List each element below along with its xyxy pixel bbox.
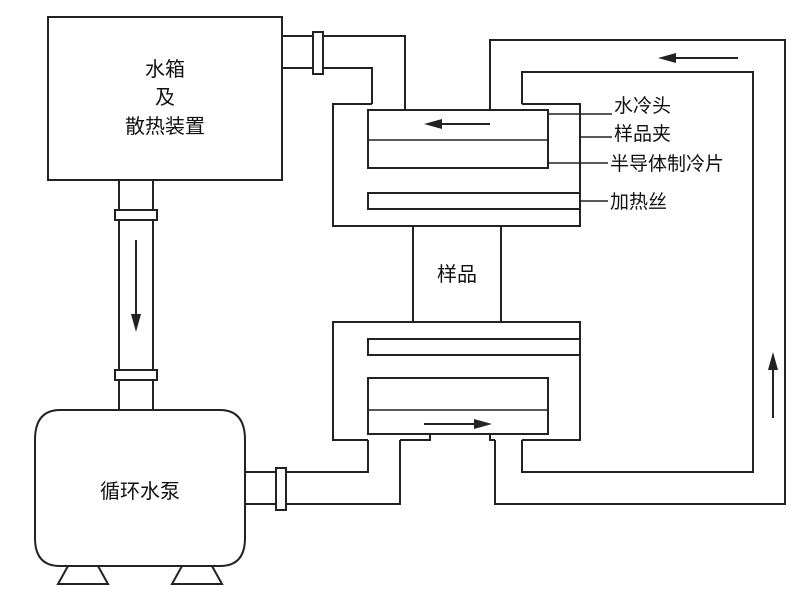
flow-arrow-left-upper	[424, 119, 490, 129]
circulating-pump	[34, 409, 246, 567]
semiconductor-cooler-label: 半导体制冷片	[610, 153, 724, 175]
leader-lines	[548, 113, 612, 202]
pipe-tank-to-upper-head	[282, 31, 406, 104]
flow-arrow-left-top	[658, 53, 738, 63]
water-tank-label-1: 水箱	[145, 57, 185, 81]
lower-heating-wire	[367, 338, 581, 356]
pipe-tank-to-pump	[114, 180, 158, 430]
upper-clamp-assembly	[332, 103, 581, 227]
water-cooling-head-label: 水冷头	[614, 95, 671, 117]
sample-clamp-label: 样品夹	[614, 123, 671, 145]
upper-water-cooling-head	[367, 109, 549, 169]
flow-arrow-right-lower	[424, 419, 492, 429]
heating-wire-label: 加热丝	[610, 191, 667, 213]
water-tank-label-2: 及	[155, 85, 175, 109]
return-pipe-loop	[489, 39, 786, 505]
pump-feet	[56, 565, 224, 585]
lower-clamp-assembly	[332, 321, 581, 441]
water-tank-label-3: 散热装置	[125, 114, 205, 138]
upper-heating-wire	[367, 192, 581, 210]
pump-label: 循环水泵	[100, 479, 180, 503]
lower-water-cooling-head	[367, 377, 549, 435]
pipe-pump-to-lower-head	[245, 440, 401, 511]
sample-label: 样品	[437, 262, 477, 286]
flow-arrow-down	[131, 240, 141, 332]
water-tank	[47, 16, 283, 181]
flow-arrow-up-right	[768, 352, 778, 418]
